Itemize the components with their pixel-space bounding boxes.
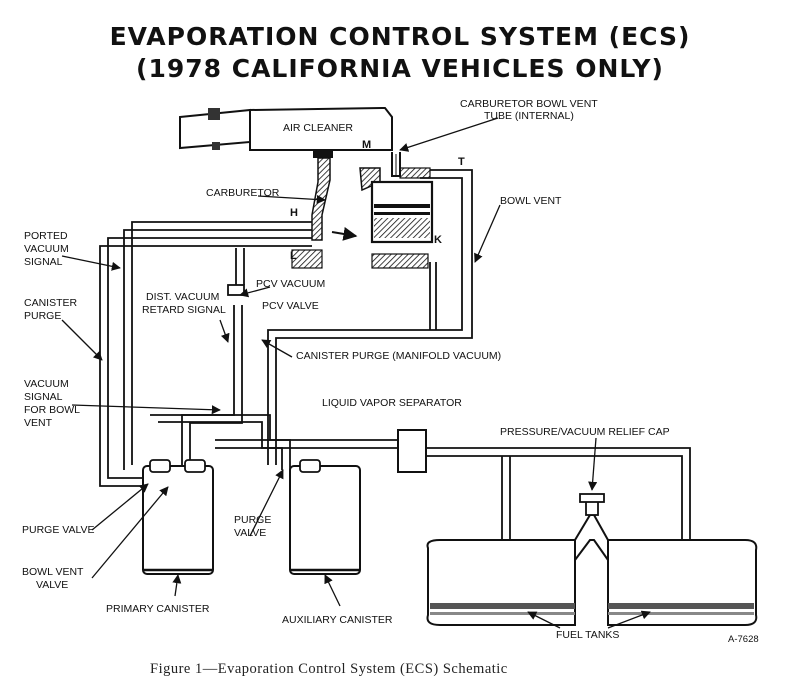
label-carb-bowl-vent-line-2: TUBE (INTERNAL): [484, 110, 574, 122]
label-fuel-tanks: FUEL TANKS: [556, 629, 620, 641]
label-vacuum-signal-line-4: VENT: [24, 417, 53, 429]
diagram-title-line-2: (1978 CALIFORNIA VEHICLES ONLY): [136, 54, 664, 83]
label-ported-line-2: VACUUM: [24, 243, 69, 255]
label-bowl-vent-valve-line-2: VALVE: [36, 579, 69, 591]
label-pcv-vacuum: PCV VACUUM: [256, 278, 326, 290]
figure-caption: Figure 1—Evaporation Control System (ECS…: [150, 661, 508, 677]
label-vacuum-signal-line-3: FOR BOWL: [24, 404, 81, 416]
label-l: L: [290, 250, 297, 262]
label-auxiliary-canister: AUXILIARY CANISTER: [282, 614, 393, 626]
label-t: T: [458, 156, 465, 168]
label-canister-purge-manifold: CANISTER PURGE (MANIFOLD VACUUM): [296, 350, 502, 362]
label-canister-purge-line-2: PURGE: [24, 310, 62, 322]
diagram-title-line-1: EVAPORATION CONTROL SYSTEM (ECS): [109, 22, 691, 51]
fuel-tanks: [426, 493, 758, 626]
label-dist-vacuum-line-2: RETARD SIGNAL: [142, 304, 226, 316]
air-cleaner: [179, 106, 393, 151]
label-purge-valve-right-line-1: PURGE: [234, 514, 272, 526]
pcv-valve: [227, 284, 245, 296]
label-dist-vacuum-line-1: DIST. VACUUM: [146, 291, 220, 303]
label-k: K: [434, 234, 442, 246]
leader-lines: [61, 117, 651, 629]
label-ported-line-1: PORTED: [24, 230, 68, 242]
label-bowl-vent-valve-line-1: BOWL VENT: [22, 566, 84, 578]
label-carburetor: CARBURETOR: [206, 187, 280, 199]
label-pressure-relief-cap: PRESSURE/VACUUM RELIEF CAP: [500, 426, 670, 438]
label-drawing-number: A-7628: [728, 634, 759, 645]
label-carb-bowl-vent-line-1: CARBURETOR BOWL VENT: [460, 98, 598, 110]
label-ported-line-3: SIGNAL: [24, 256, 63, 268]
label-bowl-vent: BOWL VENT: [500, 195, 562, 207]
hose-lines: [99, 169, 691, 556]
auxiliary-canister: [289, 459, 361, 575]
liquid-vapor-separator: [397, 429, 427, 473]
label-air-cleaner: AIR CLEANER: [283, 122, 354, 134]
label-vacuum-signal-line-2: SIGNAL: [24, 391, 63, 403]
label-pcv-valve: PCV VALVE: [262, 300, 319, 312]
label-purge-valve-left: PURGE VALVE: [22, 524, 95, 536]
primary-canister: [142, 459, 214, 575]
label-purge-valve-right-line-2: VALVE: [234, 527, 267, 539]
label-vacuum-signal-line-1: VACUUM: [24, 378, 69, 390]
label-canister-purge-line-1: CANISTER: [24, 297, 78, 309]
label-h: H: [290, 207, 298, 219]
label-primary-canister: PRIMARY CANISTER: [106, 603, 210, 615]
label-m: M: [362, 139, 372, 151]
label-liquid-vapor-separator: LIQUID VAPOR SEPARATOR: [322, 397, 462, 409]
carburetor: [291, 150, 434, 269]
